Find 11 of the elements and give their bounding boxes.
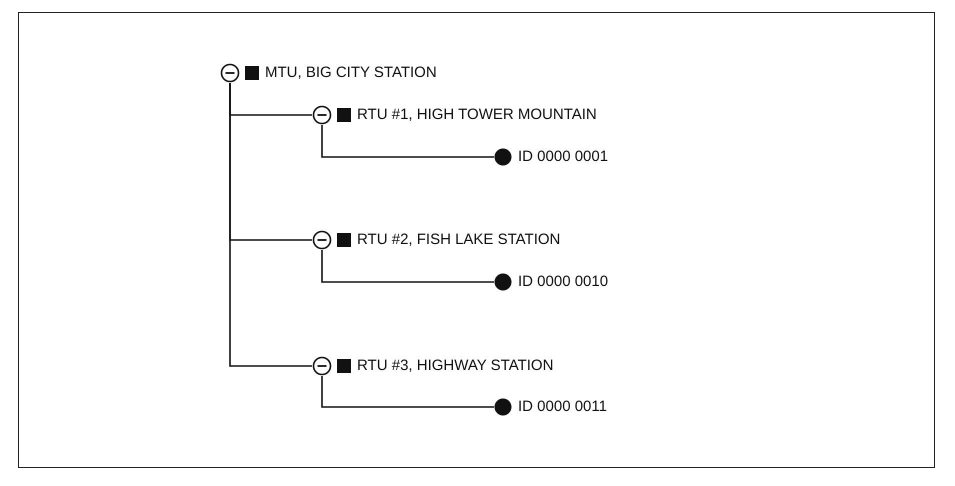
node-label: MTU, BIG CITY STATION (265, 64, 437, 82)
node-label: RTU #1, HIGH TOWER MOUNTAIN (357, 106, 597, 124)
node-label: ID 0000 0011 (518, 398, 607, 416)
node-label: ID 0000 0010 (518, 273, 608, 291)
node-label: RTU #3, HIGHWAY STATION (357, 357, 554, 375)
connector-line (321, 125, 494, 158)
connector-line (321, 376, 494, 408)
connector-line (229, 83, 312, 367)
node-label: RTU #2, FISH LAKE STATION (357, 231, 560, 249)
node-label: ID 0000 0001 (518, 148, 608, 166)
connector-line (321, 250, 494, 283)
